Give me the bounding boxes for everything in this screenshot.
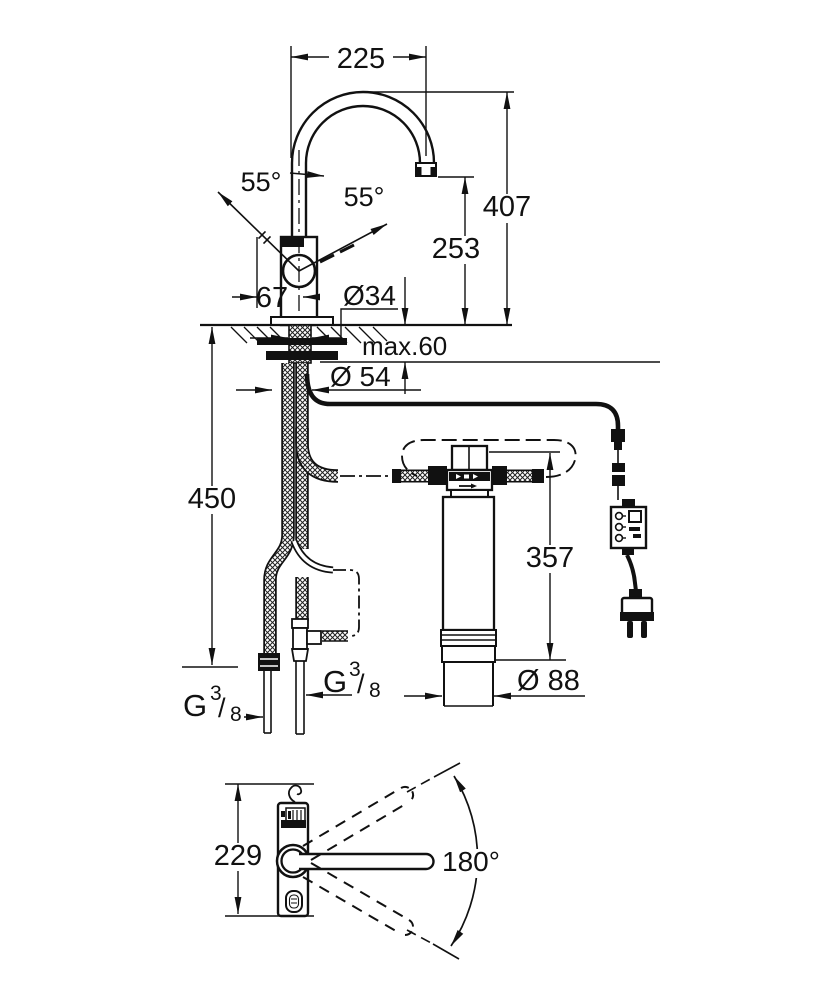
top-view-spout <box>299 852 435 871</box>
dim-lever-angle-right: 55° <box>344 182 385 212</box>
cable-connector <box>611 429 625 442</box>
dim-hose-length: 450 <box>182 327 238 668</box>
filter-hoses <box>340 439 577 485</box>
svg-text:G: G <box>183 688 207 723</box>
thread-label-left: G 3 / 8 <box>183 682 263 726</box>
spout-arc <box>290 90 436 237</box>
tee-valve <box>290 618 322 735</box>
logo-badge <box>285 890 303 913</box>
power-cable <box>304 373 625 500</box>
dim-spout-reach-label: 225 <box>337 43 385 75</box>
dim-height-outlet: 253 <box>432 176 480 325</box>
dim-lever-offset: 67 <box>232 237 320 314</box>
dim-swivel-angle-label: 180° <box>442 846 500 877</box>
dim-spout-reach: 225 <box>290 42 427 158</box>
dim-lever-angle-left: 55° <box>241 167 282 197</box>
spray-hook <box>288 784 303 803</box>
thread-label-right: G 3 / 8 <box>306 658 381 702</box>
svg-text:8: 8 <box>369 679 381 702</box>
dim-body-diameter: Ø34 <box>250 280 398 342</box>
dim-filter-height: 357 <box>489 451 574 661</box>
power-supply-box <box>609 499 648 555</box>
front-view: 55° 55° 225 407 253 <box>182 42 660 735</box>
hose-loop-dashed <box>401 439 577 478</box>
dim-lever-offset-label: 67 <box>256 282 288 314</box>
mounting-nut <box>266 351 338 360</box>
spout-outlet-mousseur <box>415 162 437 177</box>
power-plug <box>620 554 654 638</box>
counter-section-hatch <box>230 326 388 344</box>
filter-cartridge <box>440 444 497 707</box>
dim-filter-height-label: 357 <box>526 542 574 574</box>
swivel-positions-dashed <box>302 762 461 960</box>
top-view: 229 <box>214 762 505 960</box>
top-view-body <box>275 784 435 918</box>
dim-swivel-angle: 180° <box>437 775 505 947</box>
supply-hoses <box>263 363 339 655</box>
filter-feed-loop <box>290 539 360 642</box>
lever-dash <box>319 253 335 264</box>
dim-filter-diameter-label: Ø 88 <box>517 665 580 697</box>
escutcheon <box>270 316 334 326</box>
dim-hole-diameter: Ø 54 <box>236 361 421 394</box>
dim-height-outlet-label: 253 <box>432 233 480 265</box>
dim-counter-thickness: max.60 <box>320 277 660 394</box>
dim-counter-thickness-label: max.60 <box>362 331 447 361</box>
dim-height-total-label: 407 <box>483 191 531 223</box>
dim-height-total: 407 <box>367 91 531 325</box>
dim-hole-diameter-label: Ø 54 <box>330 361 391 392</box>
dim-base-height: 229 <box>214 783 314 917</box>
svg-text:/: / <box>218 693 226 723</box>
svg-text:8: 8 <box>230 703 242 726</box>
svg-text:G: G <box>323 664 347 699</box>
dim-filter-diameter: Ø 88 <box>404 665 585 700</box>
hose-end-fitting <box>258 653 280 734</box>
lever-dash <box>339 243 355 254</box>
faucet-body <box>270 150 334 420</box>
dim-body-diameter-label: Ø34 <box>343 280 396 311</box>
mounting-washer <box>257 338 347 345</box>
svg-text:3: 3 <box>349 658 361 681</box>
dim-hose-length-label: 450 <box>188 483 236 515</box>
svg-text:/: / <box>357 669 365 699</box>
lever-angle-annotation: 55° 55° <box>217 167 388 272</box>
dim-base-height-label: 229 <box>214 840 262 872</box>
svg-text:3: 3 <box>210 682 222 705</box>
